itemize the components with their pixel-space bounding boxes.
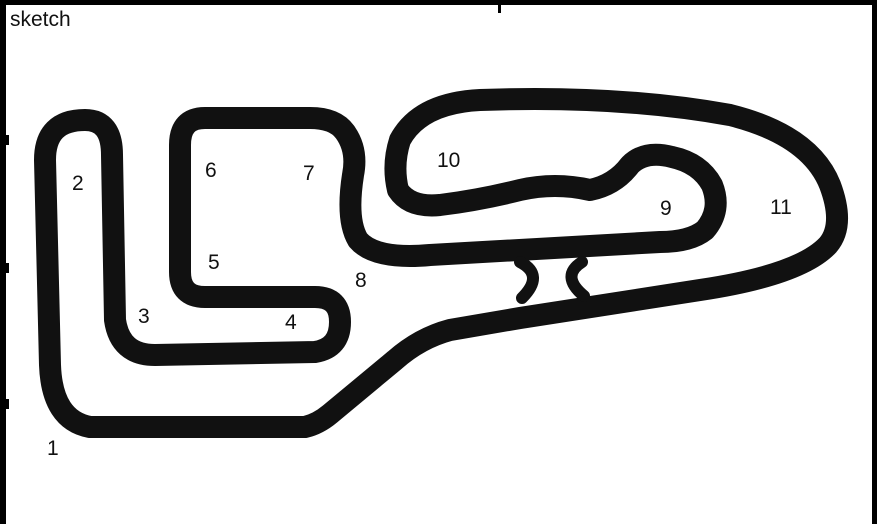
corner-label-7: 7: [303, 162, 315, 185]
track-bridge-left: [520, 262, 533, 298]
corner-label-9: 9: [660, 197, 672, 220]
corner-label-4: 4: [285, 311, 297, 334]
corner-label-1: 1: [47, 437, 59, 460]
corner-label-6: 6: [205, 159, 217, 182]
corner-label-5: 5: [208, 251, 220, 274]
corner-label-3: 3: [138, 305, 150, 328]
corner-label-2: 2: [72, 172, 84, 195]
corner-label-8: 8: [355, 269, 367, 292]
corner-label-10: 10: [437, 149, 460, 172]
track-bridge-right: [571, 262, 584, 296]
corner-label-11: 11: [770, 196, 792, 219]
